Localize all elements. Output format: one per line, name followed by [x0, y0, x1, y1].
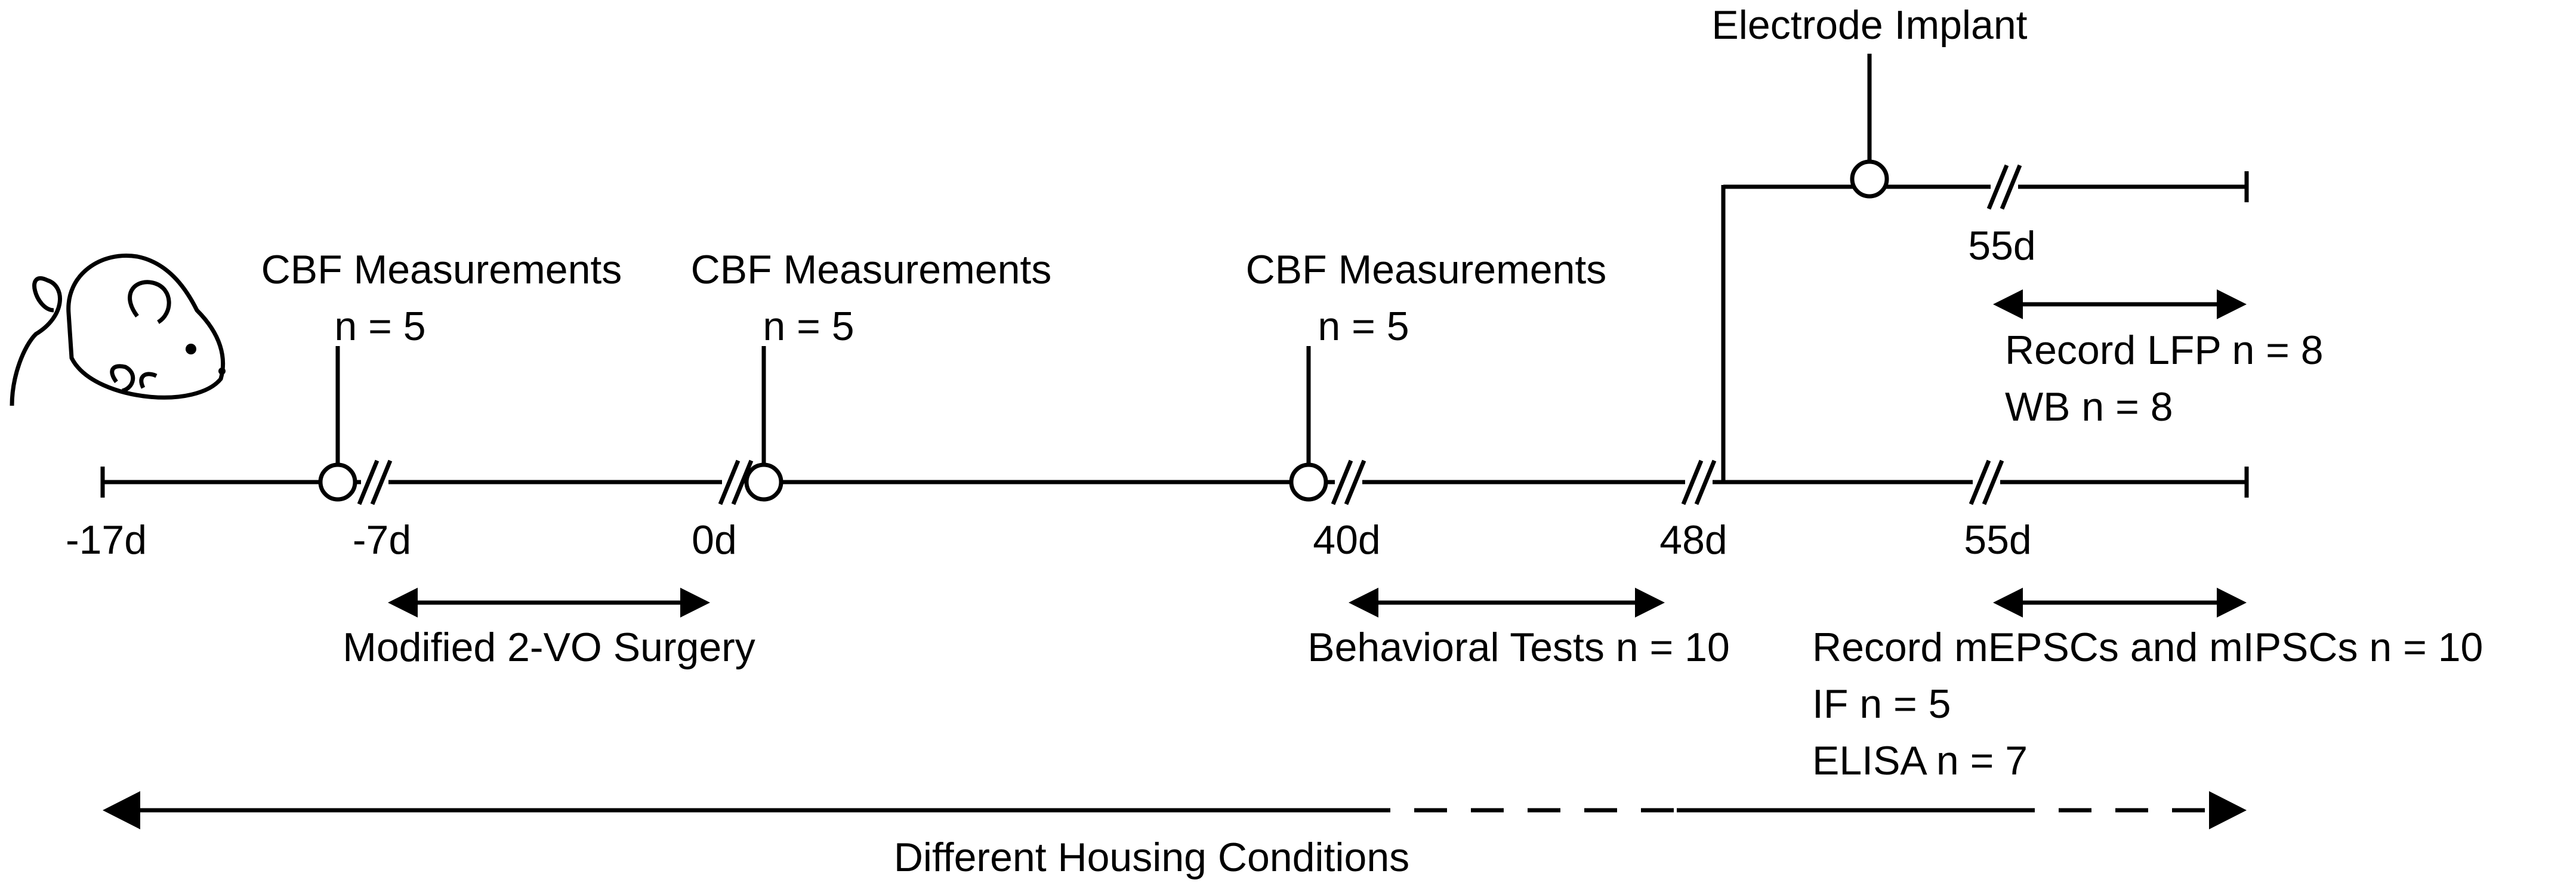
main-record-mepscs: Record mEPSCs and mIPSCs n = 10 [1812, 625, 2483, 670]
main-record-elisa: ELISA n = 7 [1812, 738, 2028, 783]
surgery-label: Modified 2-VO Surgery [343, 625, 755, 670]
day-label-48: 48d [1659, 517, 1727, 563]
cbf-3-n: n = 5 [1318, 304, 1409, 349]
cbf-2-title: CBF Measurements [691, 247, 1052, 292]
housing-label: Different Housing Conditions [894, 835, 1409, 880]
day-label-minus-7: -7d [353, 517, 411, 563]
day-label-0: 0d [692, 517, 737, 563]
day-label-55: 55d [1964, 517, 2031, 563]
main-record-arrow [1993, 588, 2247, 618]
housing-arrow [103, 791, 2247, 829]
cbf-1-n: n = 5 [334, 304, 425, 349]
branch-record-arrow [1993, 289, 2247, 319]
cbf-3-title: CBF Measurements [1246, 247, 1607, 292]
behavior-label: Behavioral Tests n = 10 [1307, 625, 1730, 670]
day-label-minus-17: -17d [66, 517, 147, 563]
branch-day-label-55: 55d [1968, 223, 2035, 268]
branch-record-wb: WB n = 8 [2005, 384, 2173, 430]
main-record-if: IF n = 5 [1812, 681, 1951, 727]
cbf-2-node [744, 462, 783, 502]
day-label-40: 40d [1313, 517, 1380, 563]
electrode-node [1850, 159, 1889, 199]
surgery-arrow [388, 588, 710, 618]
break-marks [357, 164, 2022, 505]
branch-record-lfp: Record LFP n = 8 [2005, 328, 2324, 373]
mouse-icon [10, 254, 226, 406]
electrode-title: Electrode Implant [1711, 2, 2027, 48]
cbf-1-node [318, 462, 357, 502]
cbf-3-node [1289, 462, 1328, 502]
cbf-2-n: n = 5 [763, 304, 854, 349]
behavior-arrow [1349, 588, 1665, 618]
cbf-1-title: CBF Measurements [261, 247, 622, 292]
